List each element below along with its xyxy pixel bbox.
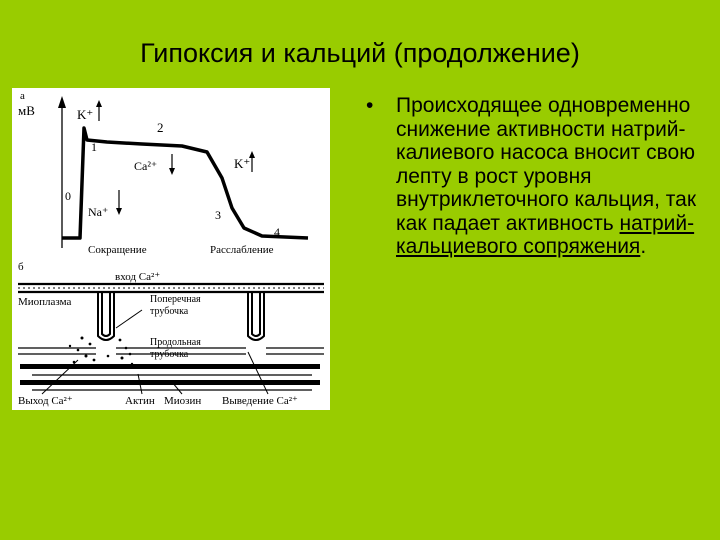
transverse-leader-line (115, 309, 143, 329)
na-arrow-head (116, 208, 122, 215)
myosin-label: Миозин (164, 395, 201, 407)
ca-removal-leader (247, 351, 269, 395)
phase-4-label: 4 (274, 225, 280, 239)
panel-a-letter: а (20, 90, 25, 102)
bullet-marker: • (366, 94, 374, 117)
contraction-label: Сокращение (88, 244, 147, 256)
longitudinal-tubule-label-1: Продольная (150, 337, 201, 348)
t-tubule-right (247, 292, 265, 341)
ca-exit-leader (41, 359, 79, 395)
ca-entry-label: вход Ca²⁺ (115, 271, 160, 283)
myosin-leader (171, 381, 183, 395)
relaxation-label: Расслабление (210, 244, 274, 256)
sarcoplasmic-reticulum (18, 347, 324, 355)
ca-label: Ca²⁺ (134, 159, 157, 173)
ca-removal-label: Выведение Ca²⁺ (222, 395, 298, 407)
t-tubule-left (97, 292, 115, 341)
phase-0-label: 0 (65, 189, 71, 203)
y-axis-arrowhead (58, 96, 66, 108)
action-potential-figure: а мВ K⁺ 1 2 Ca²⁺ K⁺ 0 Na⁺ 3 4 Сокращение… (12, 88, 330, 410)
k-arrow-right-head (249, 151, 255, 158)
actin-label: Актин (125, 395, 155, 407)
panel-b-letter: б (18, 261, 24, 273)
k-plus-top-label: K⁺ (77, 107, 93, 122)
figure-svg: а мВ K⁺ 1 2 Ca²⁺ K⁺ 0 Na⁺ 3 4 Сокращение… (18, 90, 324, 407)
transverse-tubule-label-1: Поперечная (150, 294, 201, 305)
sarcolemma (18, 282, 324, 294)
bullet-text: Происходящее одновременно снижение актив… (396, 94, 706, 259)
actin-leader (137, 373, 143, 395)
bullet-text-end: . (640, 235, 647, 258)
phase-1-label: 1 (91, 140, 97, 154)
phase-2-label: 2 (157, 120, 164, 135)
myoplasm-label: Миоплазма (18, 296, 72, 308)
calcium-dots (68, 336, 134, 368)
ca-arrow-head (169, 168, 175, 175)
bullet-text-link: натрий-кальциевого сопряжения (396, 211, 695, 259)
ca-exit-label: Выход Ca²⁺ (18, 395, 73, 407)
bullet-text-main: Происходящее одновременно снижение актив… (396, 94, 697, 235)
k-plus-right-label: K⁺ (234, 156, 250, 171)
bullet-item: • Происходящее одновременно снижение акт… (366, 94, 706, 259)
unit-label: мВ (18, 103, 35, 118)
phase-3-label: 3 (215, 208, 221, 222)
action-potential-curve (62, 126, 309, 240)
k-arrow-top-head (96, 100, 102, 107)
slide-title: Гипоксия и кальций (продолжение) (140, 38, 580, 68)
myofilaments (20, 364, 320, 391)
na-label: Na⁺ (88, 205, 108, 219)
transverse-tubule-label-2: трубочка (150, 306, 189, 317)
